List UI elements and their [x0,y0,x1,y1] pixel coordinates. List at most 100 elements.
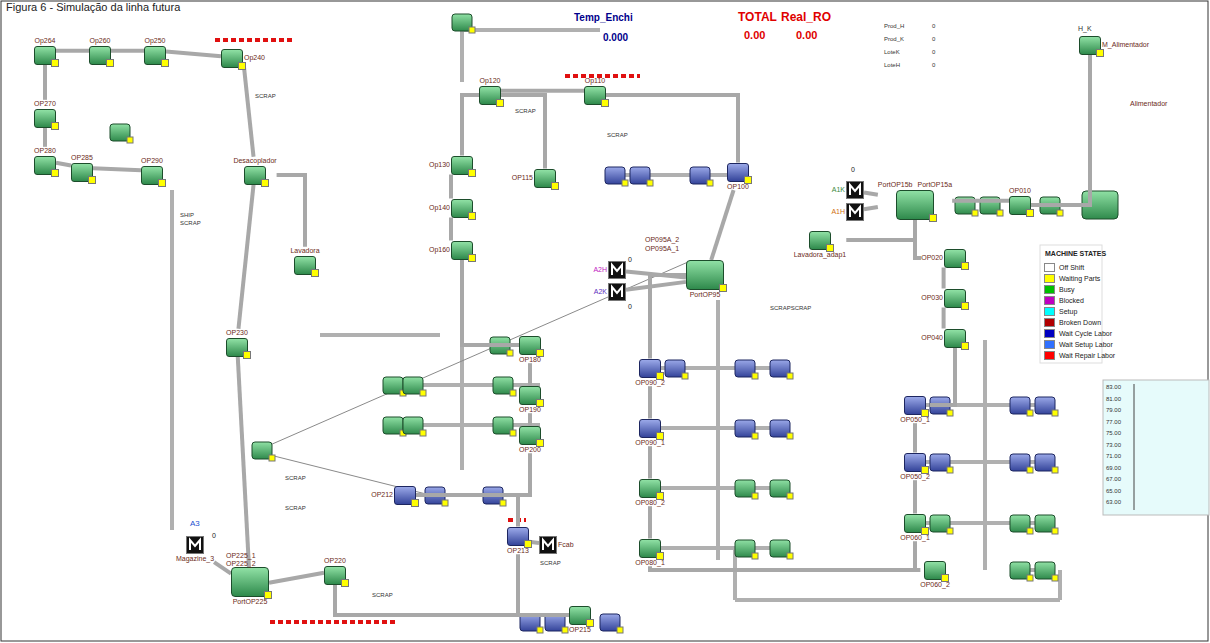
machine: A1H [831,203,864,221]
legend-entry: Busy [1044,284,1115,295]
machine: OP270 [34,100,56,128]
machine-icon [244,166,266,185]
machine-icon [1010,454,1033,473]
conveyor-segment [983,340,987,570]
legend-entry: Broken Down [1044,317,1115,328]
conveyor [238,357,249,568]
machine-label: OP050_1 [900,416,930,424]
figure-title: Figura 6 - Simulação da linha futura [6,2,180,13]
conveyor [416,495,518,527]
machine: PortOP225 [231,567,269,606]
machine: OP230 [226,329,248,357]
annotation: Temp_Enchi [574,13,633,23]
conveyor [43,65,47,100]
conveyor-segment [460,30,464,82]
annotation: SCRAP [285,505,306,511]
annotation: SHIP [180,212,194,218]
machine-icon [639,479,661,498]
machine: OP213 [507,527,529,555]
machine-label: OP200 [519,446,541,454]
machine: Desacoplador [233,157,276,185]
conveyor [244,68,254,157]
machine-icon [252,442,275,461]
machine: OP080_1 [635,539,665,567]
legend-swatch [1044,307,1055,316]
machine-icon [686,260,724,290]
machine-label: OP090_2 [635,379,665,387]
conveyor [952,199,1009,203]
conveyor [462,95,479,156]
machine: Op250 [144,37,166,65]
machine-label: Fcab [558,541,574,549]
annotation: SCRAP [515,108,536,114]
machine: OP212 [371,486,416,505]
machine-icon [89,46,111,65]
machine-icon [221,49,243,68]
machine: OP200 [519,426,541,454]
legend-swatch [1044,318,1055,327]
machine: OP030 [921,289,966,308]
machine-label: OP100 [727,183,749,191]
conveyor-segment [320,333,440,337]
conveyor [528,413,532,425]
conveyor [1031,55,1090,206]
machine-icon [1079,36,1101,55]
legend: Off ShiftWaiting PartsBusyBlockedSetupBr… [1044,262,1115,361]
machine: OP280 [34,147,56,175]
machine-icon [479,86,501,105]
machine: Magazine_3 [176,536,214,563]
annotation: SCRAP [607,132,628,138]
annotation: SCRAP [372,592,393,598]
magazine-icon [186,536,204,554]
conveyor [913,480,917,513]
machine: OP215 [569,606,591,634]
conveyor [915,541,920,570]
conveyor [501,95,545,169]
annotation: 75.00 [1106,430,1121,436]
magazine-icon [608,261,626,279]
machine-icon [944,289,966,308]
legend-text: Wait Setup Labor [1059,341,1113,348]
annotation: 83.00 [1106,384,1121,390]
legend-swatch [1044,274,1055,283]
machine-icon [639,359,661,378]
machine-icon [1010,515,1033,534]
machine-label: PortOP95 [690,291,721,299]
machine-icon [639,419,661,438]
machine-icon [493,377,516,396]
conveyor [650,566,920,570]
machine-label: Op264 [34,37,55,45]
machine-icon [924,561,946,580]
conveyor [238,185,253,329]
conveyor [846,220,915,240]
annotation: 0 [212,532,216,539]
machine-label: OP220 [324,557,346,565]
annotation: 69.00 [1106,465,1121,471]
annotation: SCRAP [540,560,561,566]
chart-panel [1103,380,1209,515]
conveyor [56,49,89,53]
conveyor [864,193,878,195]
annotation: OP095A_1 [645,245,679,252]
annotation: 63.00 [1106,499,1121,505]
conveyor [501,89,584,93]
machine-icon [904,514,926,533]
machine-label: Desacoplador [233,157,276,165]
annotation: OP225_2 [226,560,256,567]
machine: OP290 [141,157,163,185]
annotation: 0 [932,23,935,29]
legend-swatch [1044,329,1055,338]
machine-label: OP280 [34,147,56,155]
machine-icon [451,156,473,175]
machine-label: OP030 [921,294,943,302]
annotation: 0 [628,256,632,263]
conveyor-segment [735,598,1060,602]
machine-icon [451,199,473,218]
annotation: 77.00 [1106,419,1121,425]
machine: Op260 [89,37,111,65]
machine-icon [735,420,758,439]
machine: OP040 [921,329,966,348]
machine-label: A2H [593,266,607,274]
machine: OP115 [512,169,556,188]
conveyor [462,260,519,346]
